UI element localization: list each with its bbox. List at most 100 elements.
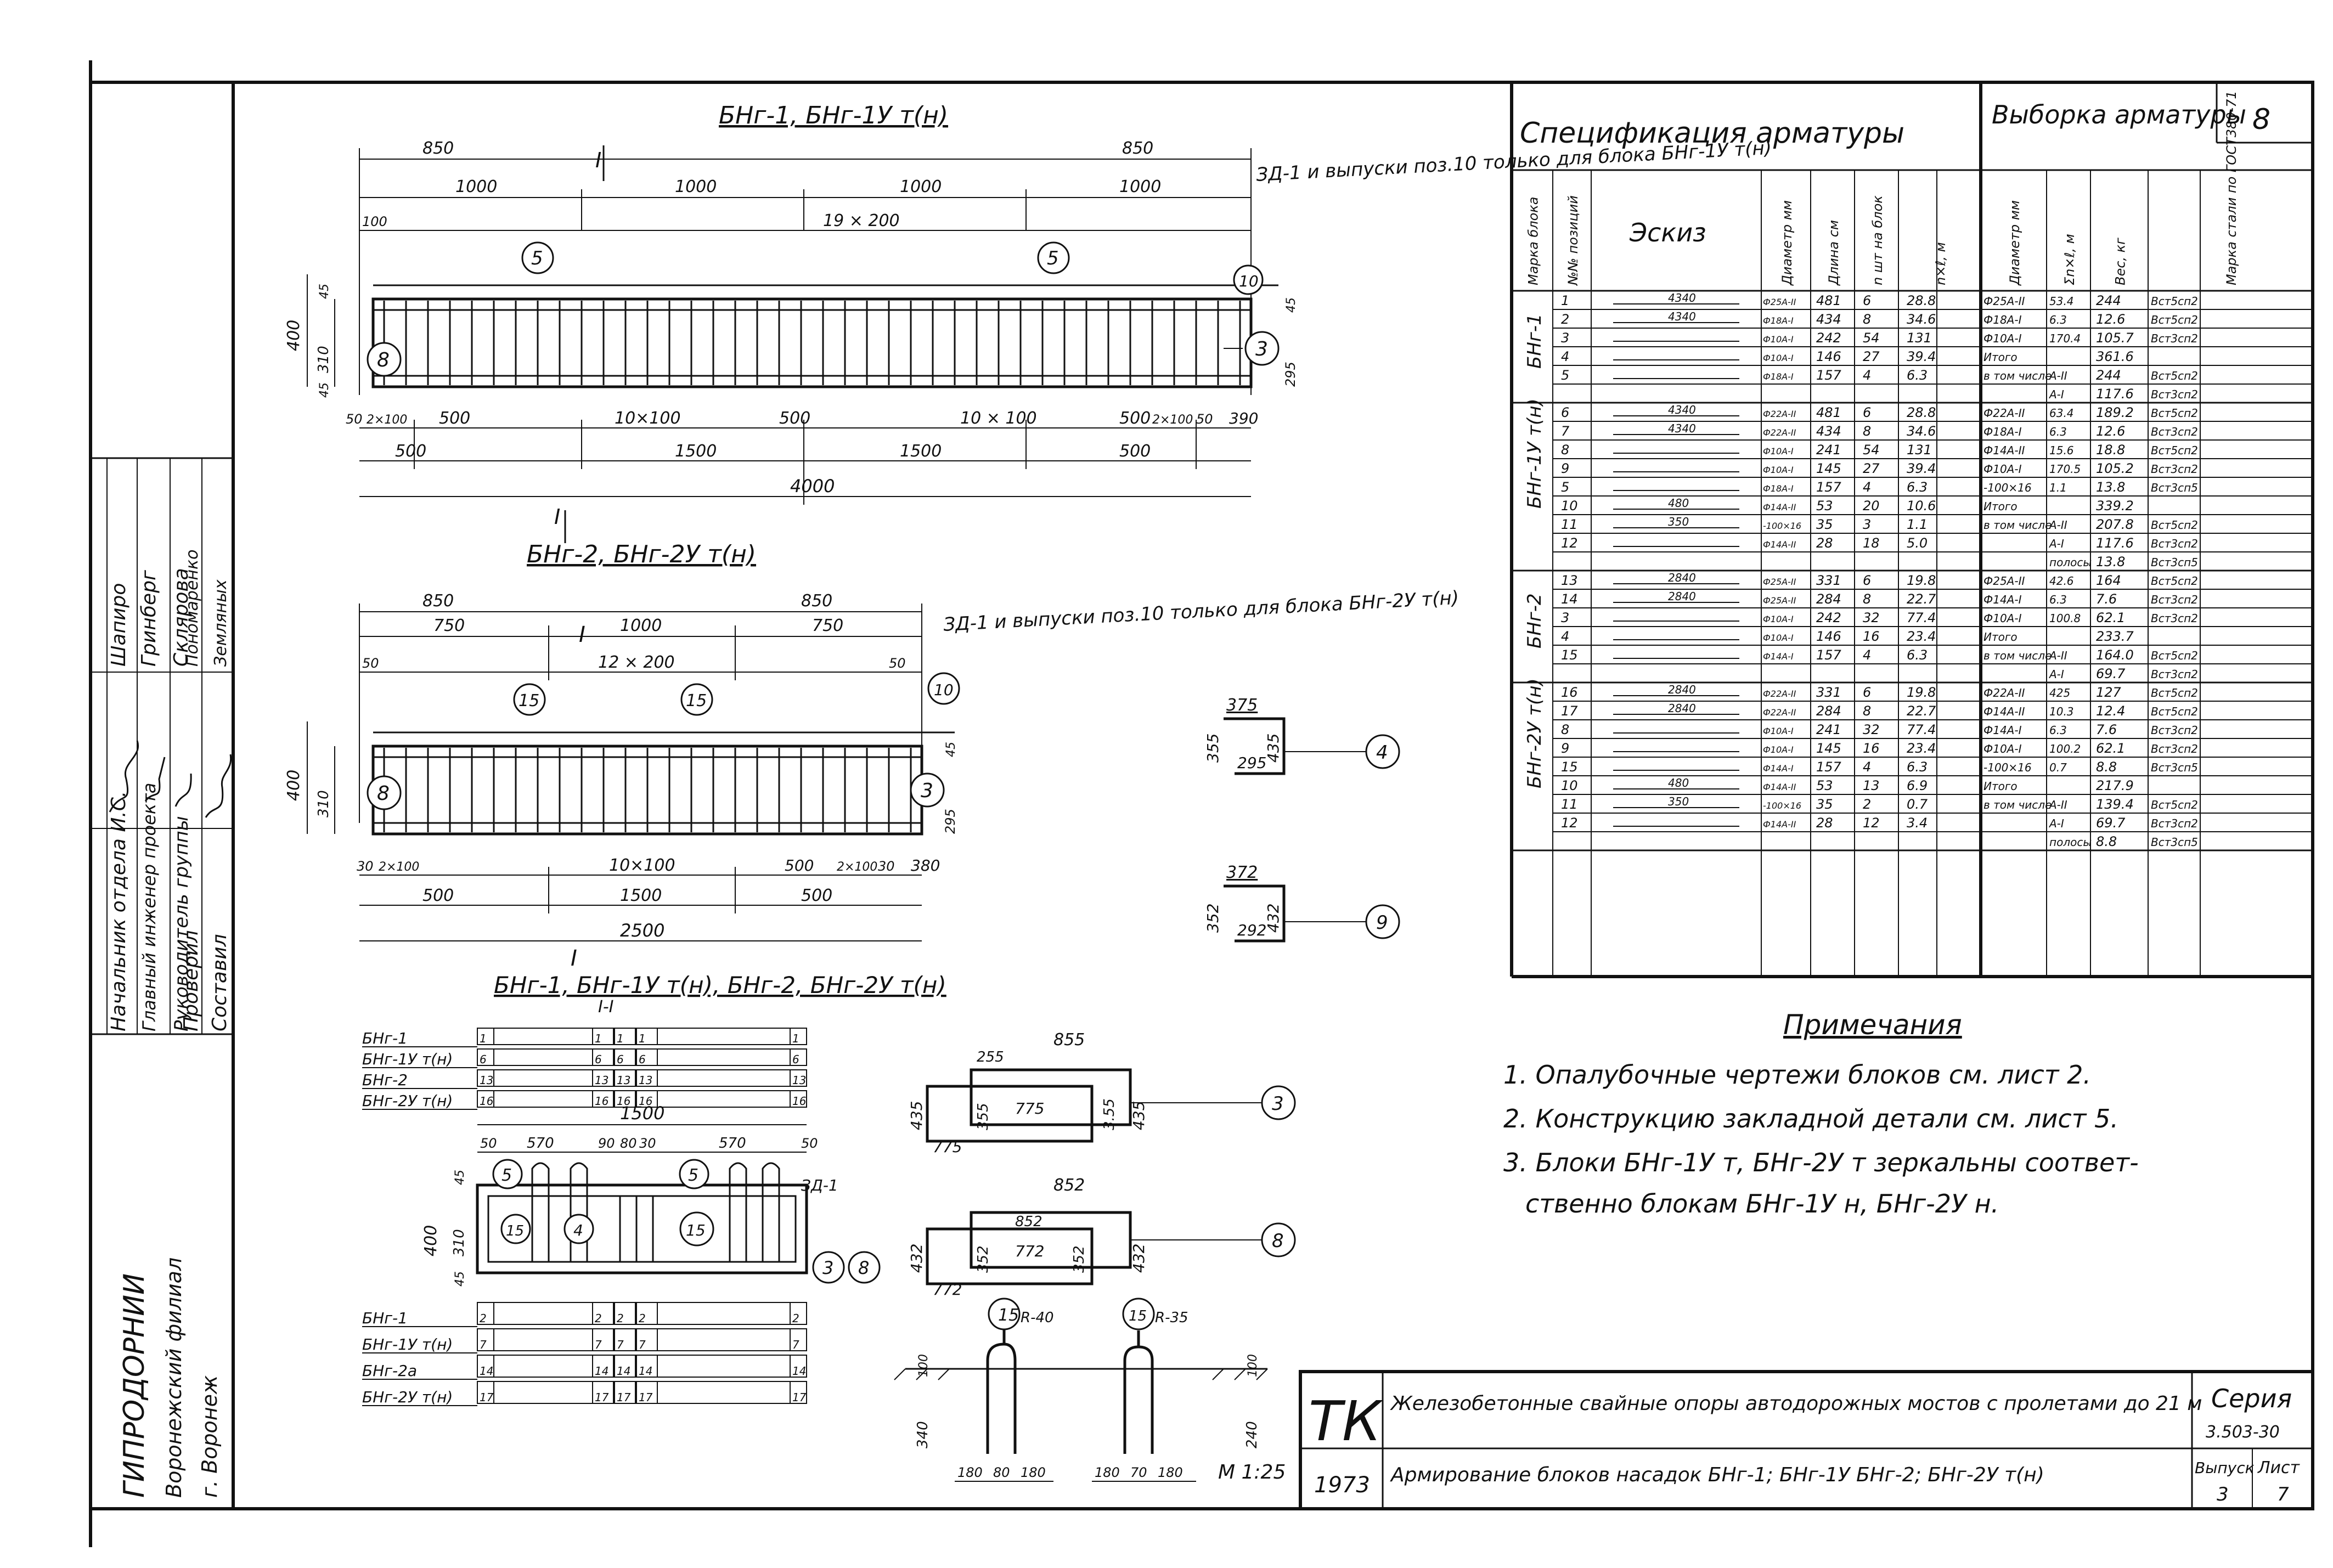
scale-label: М 1:25 [1218,1461,1286,1484]
spec-cell-steel: Вст5сп2 [2151,518,2198,532]
spec-cell-snl: 170.5 [2049,462,2081,476]
spec-cell-len: 157 [1816,368,1842,383]
spec-cell-n: 8 [1863,424,1871,439]
layout-cell: 1 [595,1032,602,1045]
stirrup8-b: 772 [933,1281,962,1299]
elev2-dim-310: 310 [315,790,332,817]
spec-cell-len: 28 [1816,535,1833,551]
spec-cell-nl: 131 [1907,330,1932,346]
layout-cell: 1 [480,1032,487,1045]
spec-cell-len: 145 [1816,741,1841,756]
stirrup9-h2: 432 [1264,904,1282,933]
layout-block-label: БНг-1У т(н) [362,1050,453,1068]
layout-mid-cell [636,1302,658,1325]
spec-cell-weight: 12.4 [2096,703,2125,719]
layout-mid-cell [592,1090,614,1108]
elev1-bdim-10x100-a: 10×100 [615,409,681,428]
spec-cell-steel: Вст5сп2 [2151,444,2198,457]
spec-title-right: Выборка арматуры [1992,100,2246,129]
layout-block-label: БНг-2а [362,1362,417,1380]
section-dim-90: 90 [598,1136,615,1151]
release-dim-100-a: 100 [917,1354,931,1377]
spec-cell-dia: -100×16 [1763,800,1801,811]
section-pos-15-b [679,1211,714,1246]
spec-cell-n: 8 [1863,703,1871,719]
spec-cell-n: 54 [1863,330,1880,346]
release-r40: R-40 [1021,1310,1054,1326]
spec-cell-nl: 34.6 [1907,312,1936,327]
spec-cell-pos: 9 [1561,741,1569,756]
spec-cell-dia: Ф25А-II [1763,595,1796,606]
spec-cell-pos: 12 [1561,815,1578,831]
elev1-pos-5-left [521,241,554,274]
elev1-pos-5-right [1037,241,1070,274]
elev2-pos-15-right-label: 15 [686,691,707,710]
spec-cell-len: 53 [1816,498,1833,514]
elev1-dim-310: 310 [315,346,332,373]
spec-cell-steel: Вст3сп5 [2151,761,2198,774]
spec-cell-weight: 207.8 [2096,517,2134,532]
spec-cell-dia2: Ф22А-II [1983,407,2025,420]
tb-issue: 3 [2217,1484,2229,1505]
spec-cell-pos: 1 [1561,293,1569,308]
stirrup3-mid: 775 [1015,1099,1044,1118]
sheet-frame [89,81,2314,1510]
spec-cell-dia: Ф10А-I [1763,465,1794,475]
release-pos-15-label: 15 [1129,1308,1147,1324]
elev1-pos-8 [367,342,402,377]
spec-cell-dia: -100×16 [1763,521,1801,531]
layout-mid-cell [636,1069,658,1087]
layout-cell: 13 [617,1074,630,1087]
elev2-bdim-2x100-l: 2×100 [379,860,419,874]
spec-cell-n: 27 [1863,349,1880,364]
stirrup3-r: 3.55 [1101,1098,1118,1130]
spec-cell-snl: А-II [2048,649,2067,662]
layout-end-cell [477,1381,494,1404]
layout-end-cell [790,1328,807,1351]
signature-4 [205,754,232,818]
spec-cell-snl: 6.3 [2049,593,2067,606]
layout-mid-cell [614,1302,636,1325]
spec-cell-steel: Вст3сп2 [2151,462,2198,476]
spec-cell-nl: 23.4 [1907,741,1936,756]
layout-cell: 16 [595,1095,608,1108]
spec-header-cell: n×ℓ, м [1933,242,1948,285]
spec-cell-snl: 42.6 [2049,574,2074,588]
elev1-bdim-50-r: 50 [1196,411,1213,427]
spec-cell-steel: Вст3сп2 [2151,388,2198,401]
staff-name-3: Склярова [170,568,193,667]
layout-cell: 2 [595,1312,602,1325]
section-dim-570-r: 570 [719,1135,746,1152]
spec-cell-nl: 3.4 [1907,815,1928,831]
spec-cell-nl: 6.3 [1907,480,1928,495]
spec-cell-len: 146 [1816,629,1841,644]
spec-cell-snl: 170.4 [2049,332,2081,345]
elev2-dim-750-l: 750 [433,616,465,635]
spec-cell-steel: Вст5сп2 [2151,574,2198,588]
spec-cell-weight: 8.8 [2096,759,2117,775]
spec-cell-nl: 6.3 [1907,759,1928,775]
spec-cell-dia: Ф14А-II [1763,782,1796,792]
layout-cell: 14 [792,1364,806,1378]
spec-cell-len: 284 [1816,703,1841,719]
elev2-bdim-380: 380 [911,856,940,875]
section-dim-310: 310 [451,1229,467,1256]
spec-cell-pos: 11 [1561,517,1578,532]
elev1-bdim-2x100-r: 2×100 [1152,413,1193,427]
spec-cell-n: 16 [1863,741,1880,756]
elev2-bdim-10x100: 10×100 [609,856,675,875]
spec-cell-sketch: 4340 [1668,403,1696,416]
release-pad-1: 180 [957,1465,983,1480]
spec-cell-dia: Ф10А-I [1763,334,1794,345]
spec-cell-n: 12 [1863,815,1880,831]
spec-cell-pos: 8 [1561,722,1569,737]
spec-cell-weight: 164 [2096,573,2121,588]
spec-cell-pos: 9 [1561,461,1569,476]
layout-end-cell [477,1355,494,1378]
spec-cell-nl: 10.6 [1907,498,1936,514]
elev2-bdim-500: 500 [785,856,814,875]
spec-cell-weight: 164.0 [2096,647,2134,663]
stirrup8-mid: 772 [1015,1242,1044,1260]
elev1-dim-850-left: 850 [422,139,454,158]
spec-group-block: БНг-1У т(н) [1524,398,1546,509]
